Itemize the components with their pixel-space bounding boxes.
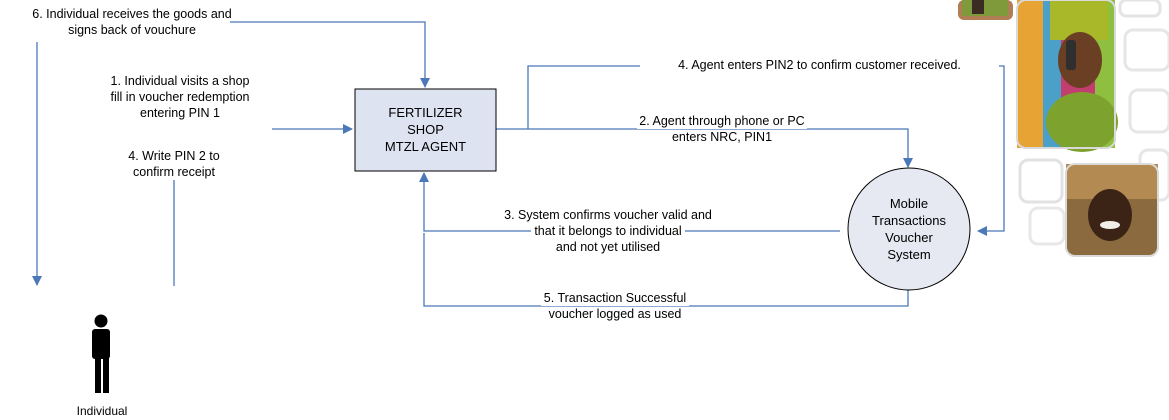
arrow-step3: [419, 172, 840, 232]
step1-line3: entering PIN 1: [140, 106, 220, 120]
step3-line1: 3. System confirms voucher valid and: [504, 208, 712, 222]
system-label-line1: Mobile: [889, 196, 929, 211]
woman-on-phone-photo: [1016, 0, 1118, 152]
step5-label: 5. Transaction Successful voucher logged…: [515, 290, 715, 322]
individual-label: Individual: [76, 404, 128, 418]
shop-node: [354, 88, 497, 172]
step2-line2: enters NRC, PIN1: [671, 130, 773, 144]
step3-line2: that it belongs to individual: [531, 223, 685, 239]
shop-label-line3: MTZL AGENT: [384, 139, 467, 154]
shop-label-line1: FERTILIZER: [388, 105, 463, 120]
arrow-step2: [528, 128, 913, 168]
step1-label: 1. Individual visits a shop fill in vouc…: [85, 73, 275, 121]
photo-collage: [958, 0, 1169, 257]
step6-line1: 6. Individual receives the goods and: [32, 7, 232, 21]
phone-user-photo: [958, 0, 1013, 20]
system-label-line2: Transactions: [872, 213, 946, 228]
step1-line2: fill in voucher redemption: [110, 90, 250, 104]
step4b-label: 4. Agent enters PIN2 to confirm customer…: [640, 57, 999, 73]
step4a-line1: 4. Write PIN 2 to: [128, 149, 220, 163]
system-label-line3: Voucher: [885, 230, 933, 245]
arrow-step4b: [527, 65, 1005, 236]
system-label: Mobile Transactions Voucher System: [849, 195, 969, 263]
step5-line2: voucher logged as used: [548, 307, 682, 321]
step6-label: 6. Individual receives the goods and sig…: [2, 6, 262, 38]
step4a-label: 4. Write PIN 2 to confirm receipt: [114, 148, 234, 180]
system-label-line4: System: [887, 247, 931, 262]
system-node: [847, 167, 971, 291]
step3-label: 3. System confirms voucher valid and tha…: [473, 207, 743, 255]
smiling-man-photo: [1065, 163, 1159, 257]
step5-line1: 5. Transaction Successful: [540, 290, 690, 306]
shop-label: FERTILIZER SHOP MTZL AGENT: [355, 104, 496, 155]
arrow-step6: [230, 21, 430, 88]
step1-line1: 1. Individual visits a shop: [110, 74, 250, 88]
step6-line2: signs back of vouchure: [68, 23, 196, 37]
connectors: [32, 21, 1005, 307]
step3-line3: and not yet utilised: [555, 240, 661, 254]
shop-label-line2: SHOP: [407, 122, 444, 137]
person-icon: [92, 314, 110, 393]
step2-line1: 2. Agent through phone or PC: [637, 113, 807, 129]
arrow-step5: [423, 233, 909, 307]
step2-label: 2. Agent through phone or PC enters NRC,…: [612, 113, 832, 145]
step4a-line2: confirm receipt: [133, 165, 215, 179]
